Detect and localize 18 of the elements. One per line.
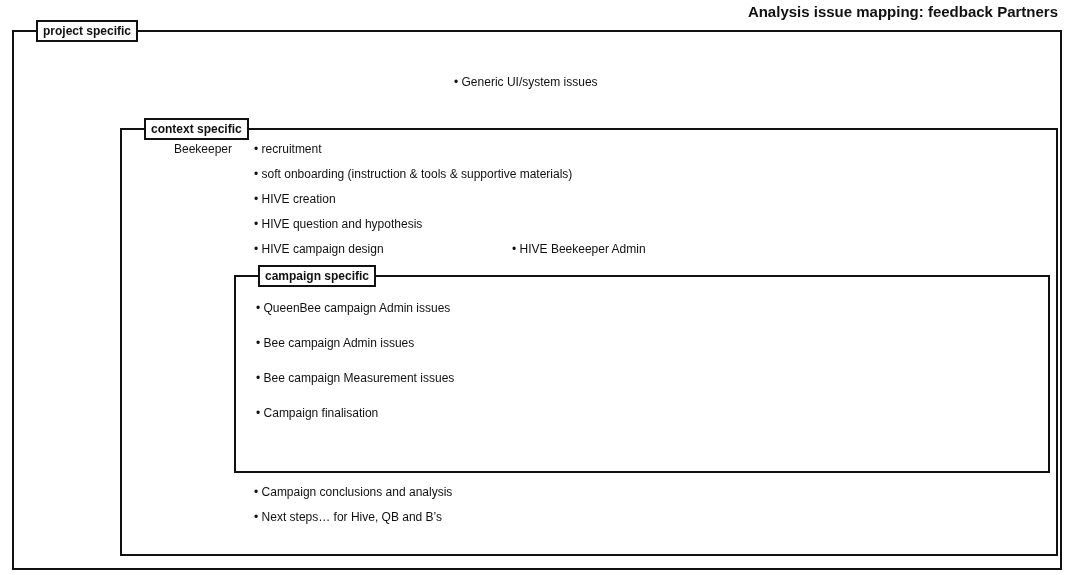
group-heading: context specific (144, 118, 249, 140)
list-item: • recruitment (254, 142, 322, 156)
list-item: • Campaign conclusions and analysis (254, 485, 453, 499)
list-item: • Next steps… for Hive, QB and B’s (254, 510, 443, 524)
list-item: • Bee campaign Admin issues (256, 336, 415, 350)
list-item: Beekeeper (174, 142, 233, 156)
list-item: • HIVE campaign design (254, 242, 384, 256)
list-item: • QueenBee campaign Admin issues (256, 301, 451, 315)
list-item: • Generic UI/system issues (454, 75, 598, 89)
list-item: • soft onboarding (instruction & tools & supportive materials) (254, 167, 573, 181)
group-heading: project specific (36, 20, 139, 42)
list-item: • HIVE creation (254, 192, 336, 206)
list-item: • HIVE Beekeeper Admin (512, 242, 646, 256)
list-item: • Campaign finalisation (256, 406, 379, 420)
diagram-title: Analysis issue mapping: feedback Partners (747, 3, 1058, 20)
list-item: • HIVE question and hypothesis (254, 217, 423, 231)
group-heading: campaign specific (258, 265, 377, 287)
list-item: • Bee campaign Measurement issues (256, 371, 455, 385)
